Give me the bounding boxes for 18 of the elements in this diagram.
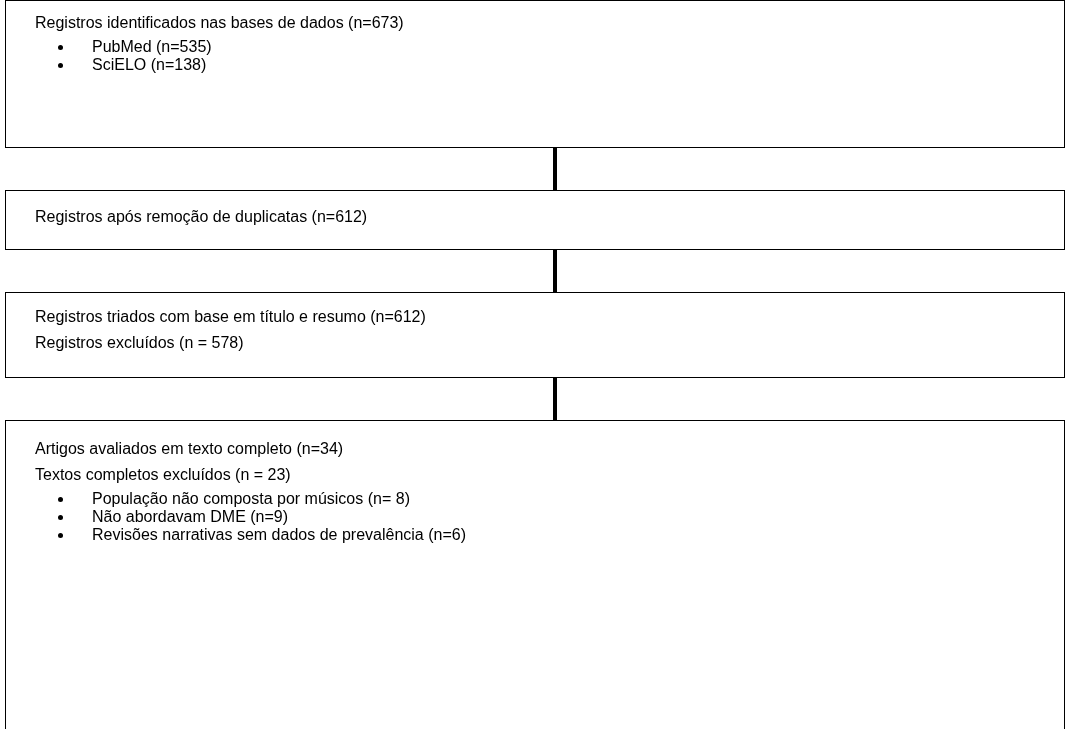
box-text: Registros após remoção de duplicatas (n=612) bbox=[35, 208, 368, 225]
connector-line bbox=[553, 378, 557, 420]
connector-line bbox=[553, 148, 557, 190]
bullet-text: Revisões narrativas sem dados de prevalência (n=6) bbox=[92, 525, 466, 545]
bullet-text: População não composta por músicos (n= 8) bbox=[92, 489, 410, 509]
process-box bbox=[5, 292, 1065, 378]
connector-line bbox=[553, 250, 557, 292]
process-box bbox=[5, 420, 1065, 729]
box-text: Registros triados com base em título e resumo (n=612) bbox=[35, 308, 426, 325]
process-box bbox=[5, 190, 1065, 250]
bullet-text: Não abordavam DME (n=9) bbox=[92, 507, 289, 527]
process-box bbox=[5, 0, 1065, 148]
box-text: Textos completos excluídos (n = 23) bbox=[35, 466, 291, 483]
box-text: Artigos avaliados em texto completo (n=34) bbox=[35, 440, 344, 457]
bullet-text: PubMed (n=535) bbox=[92, 37, 212, 57]
box-text: Registros excluídos (n = 578) bbox=[35, 334, 244, 351]
box-text: Registros identificados nas bases de dados (n=673) bbox=[35, 14, 404, 31]
bullet-text: SciELO (n=138) bbox=[92, 55, 207, 75]
